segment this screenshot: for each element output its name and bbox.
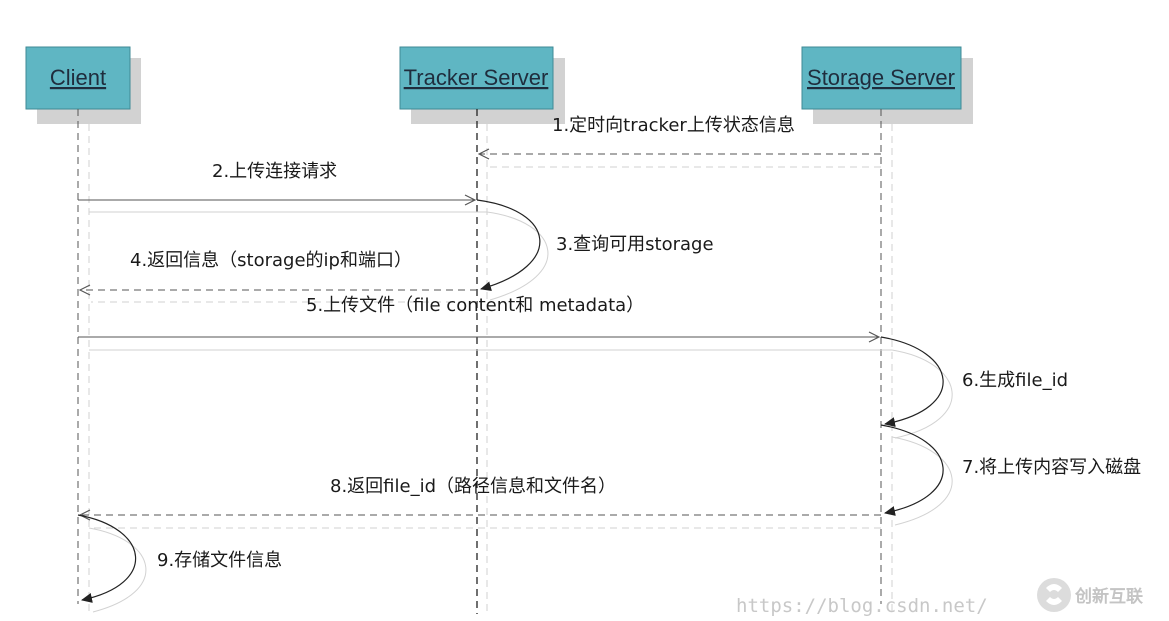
- actor-box: [399, 46, 554, 110]
- message-2: 2.上传连接请求: [78, 161, 487, 213]
- actor-tracker-label: Tracker Server: [404, 65, 549, 90]
- lifelines: [77, 109, 893, 614]
- actor-box: [25, 46, 131, 110]
- message-4: 4.返回信息（storage的ip和端口）: [80, 250, 477, 303]
- message-6: 6.生成file_id: [880, 336, 1068, 439]
- self-loop-shadow: [891, 349, 953, 439]
- message-7: 7.将上传内容写入磁盘: [880, 424, 1141, 526]
- message-4-label: 4.返回信息（storage的ip和端口）: [130, 250, 412, 271]
- actor-client: Client: [25, 46, 141, 124]
- message-9-label: 9.存储文件信息: [157, 550, 282, 571]
- message-5-label: 5.上传文件（file content和 metadata）: [306, 295, 644, 316]
- brand-logo-icon: [1037, 578, 1071, 612]
- message-5: 5.上传文件（file content和 metadata）: [78, 295, 892, 351]
- message-1: 1.定时向tracker上传状态信息: [479, 115, 881, 168]
- watermark-url: https://blog.csdn.net/: [736, 595, 988, 617]
- message-2-label: 2.上传连接请求: [212, 161, 337, 182]
- self-loop-shadow: [88, 527, 147, 613]
- self-loop-9: [77, 514, 137, 603]
- self-loop-shadow: [486, 211, 549, 301]
- message-1-label: 1.定时向tracker上传状态信息: [552, 115, 795, 136]
- actor-client-label: Client: [50, 65, 106, 90]
- watermark: https://blog.csdn.net/ 创新互联: [736, 578, 1143, 617]
- message-9: 9.存储文件信息: [77, 514, 282, 613]
- message-8: 8.返回file_id（路径信息和文件名）: [80, 476, 881, 529]
- self-loop-7: [880, 424, 944, 516]
- self-loop-3: [476, 199, 541, 292]
- message-6-label: 6.生成file_id: [962, 370, 1068, 391]
- self-loop-6: [880, 336, 944, 428]
- message-3: 3.查询可用storage: [476, 199, 714, 301]
- actor-tracker-server: Tracker Server: [399, 46, 565, 124]
- message-3-label: 3.查询可用storage: [556, 234, 714, 255]
- actor-storage-label: Storage Server: [807, 65, 955, 90]
- actor-storage-server: Storage Server: [801, 46, 973, 124]
- message-7-label: 7.将上传内容写入磁盘: [962, 457, 1141, 478]
- watermark-brand: 创新互联: [1074, 586, 1143, 607]
- message-8-label: 8.返回file_id（路径信息和文件名）: [330, 476, 616, 497]
- self-loop-shadow: [891, 436, 953, 526]
